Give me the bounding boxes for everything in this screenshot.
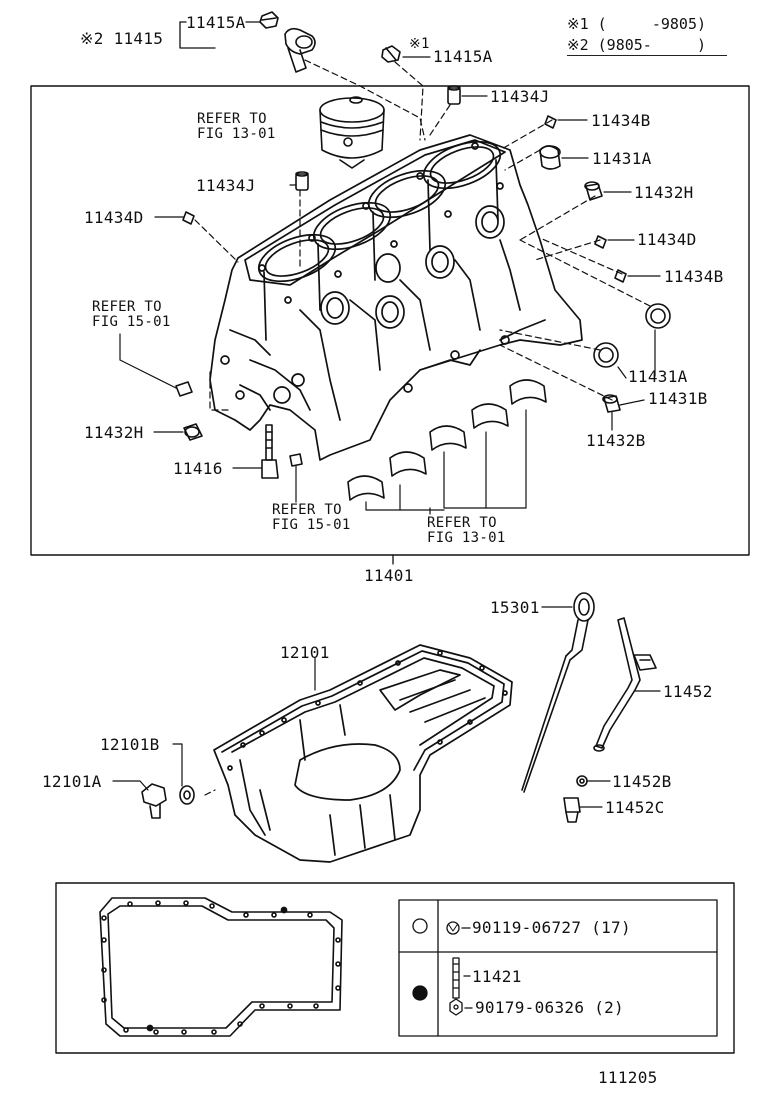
label-refer-13-bot-1: REFER TO [427,515,497,531]
label-11452: 11452 [663,682,713,701]
oil-pan-gasket [99,897,343,1037]
bearing-shells [347,379,547,501]
stud-bolt [261,424,279,479]
oil-dipstick [521,592,595,793]
label-11415: ※2 11415 [80,29,164,48]
dipstick-guide [563,617,657,823]
label-note-1: ※1 [409,36,430,52]
label-90179: 90179-06326 (2) [475,998,624,1017]
label-11432b: 11432B [586,431,646,450]
gasket-frame [55,882,735,1054]
label-12101a: 12101A [42,772,102,791]
cylinder-block [209,134,583,461]
label-refer-15-bot-1: REFER TO [272,502,342,518]
diagram-number: 111205 [598,1068,658,1087]
label-refer-13-top-1: REFER TO [197,111,267,127]
label-refer-15-bot-2: FIG 15-01 [272,517,351,533]
seals-plugs [175,145,671,441]
label-11401: 11401 [364,566,414,585]
label-refer-15-left-1: REFER TO [92,299,162,315]
label-15301: 15301 [490,598,540,617]
oil-pressure-sender [381,45,431,63]
label-11415a-right: 11415A [433,47,493,66]
label-11416: 11416 [173,459,223,478]
leader-solid [119,95,661,503]
label-11431a-top: 11431A [592,149,652,168]
label-11431b: 11431B [648,389,708,408]
label-11421: 11421 [472,967,522,986]
label-11432h-top: 11432H [634,183,694,202]
label-12101b: 12101B [100,735,160,754]
leader-dashed [194,59,651,796]
label-11434b-top: 11434B [591,111,651,130]
oil-pressure-switch [245,11,316,73]
label-11434b-right: 11434B [664,267,724,286]
label-11434d-left: 11434D [84,208,144,227]
pan-leaders [112,606,661,808]
label-refer-13-top-2: FIG 13-01 [197,126,276,142]
date-legend: ※1 ( -9805) ※2 (9805- ) [567,14,747,56]
dowel-pins [182,85,627,467]
label-refer-13-bot-2: FIG 13-01 [427,530,506,546]
label-90119: 90119-06727 (17) [472,918,631,937]
legend-row-1: ※1 ( -9805) [567,15,706,33]
label-11452c: 11452C [605,798,665,817]
label-11434j-left: 11434J [196,176,256,195]
legend-row-2: ※2 (9805- ) [567,36,706,54]
label-11432h-left: 11432H [84,423,144,442]
label-11434d-right: 11434D [637,230,697,249]
label-11434j-top: 11434J [490,87,550,106]
label-11415a-top: 11415A [186,13,246,32]
block-frame [30,85,750,556]
label-12101: 12101 [280,643,330,662]
label-refer-15-left-2: FIG 15-01 [92,314,171,330]
fastener-legend-box [398,899,718,1037]
label-11431a-bottom: 11431A [628,367,688,386]
bearing-leaders [365,409,527,515]
label-11452b: 11452B [612,772,672,791]
drain-plug [141,783,195,819]
piston [319,96,385,169]
legend-underline [567,55,727,56]
oil-pan [213,644,513,863]
